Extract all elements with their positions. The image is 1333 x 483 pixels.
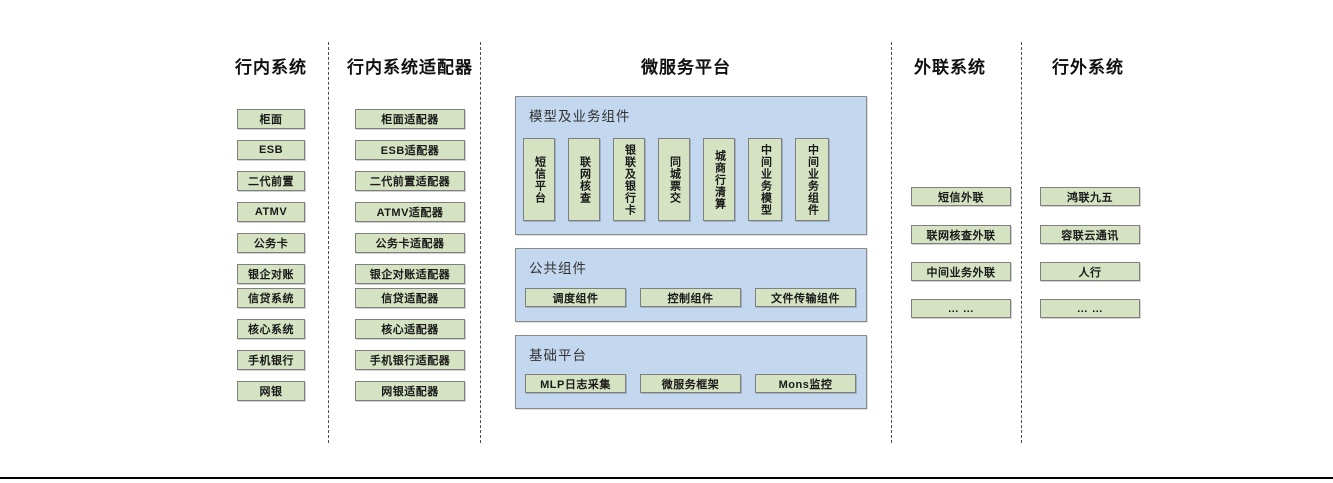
node-in-bank-adapter[interactable]: 信贷适配器	[355, 288, 465, 308]
node-in-bank-adapter[interactable]: 柜面适配器	[355, 109, 465, 129]
node-base-platform-component[interactable]: Mons监控	[755, 374, 856, 393]
node-model-component[interactable]: 同城票交	[658, 138, 690, 221]
node-outside-bank-system[interactable]: 人行	[1040, 262, 1140, 281]
node-in-bank-adapter[interactable]: 银企对账适配器	[355, 264, 465, 284]
node-in-bank-system[interactable]: 手机银行	[237, 350, 305, 370]
node-model-component[interactable]: 城商行清算	[703, 138, 735, 221]
column-header-in-bank-adapters: 行内系统适配器	[347, 58, 473, 77]
node-external-link-system[interactable]: 中间业务外联	[911, 262, 1011, 281]
node-in-bank-system[interactable]: ESB	[237, 140, 305, 160]
node-in-bank-adapter[interactable]: 二代前置适配器	[355, 171, 465, 191]
column-header-outside-bank-systems: 行外系统	[1052, 58, 1124, 77]
node-label: 联网核查	[578, 155, 591, 204]
node-in-bank-system[interactable]: 二代前置	[237, 171, 305, 191]
node-external-link-system[interactable]: 联网核查外联	[911, 225, 1011, 244]
panel-public-components	[515, 248, 867, 322]
node-in-bank-system[interactable]: 银企对账	[237, 264, 305, 284]
node-label: 中间业务模型	[759, 143, 772, 216]
node-in-bank-system[interactable]: 核心系统	[237, 319, 305, 339]
node-in-bank-system[interactable]: 信贷系统	[237, 288, 305, 308]
node-outside-bank-system[interactable]: … …	[1040, 299, 1140, 318]
column-divider-4	[1021, 42, 1022, 443]
column-header-external-link-systems: 外联系统	[914, 58, 986, 77]
node-in-bank-adapter[interactable]: ATMV适配器	[355, 202, 465, 222]
node-model-component[interactable]: 中间业务模型	[748, 138, 782, 221]
node-label: 同城票交	[668, 155, 681, 204]
column-divider-3	[891, 42, 892, 443]
node-in-bank-adapter[interactable]: 手机银行适配器	[355, 350, 465, 370]
column-header-in-bank-systems: 行内系统	[235, 58, 307, 77]
node-model-component[interactable]: 短信平台	[523, 138, 555, 221]
node-external-link-system[interactable]: … …	[911, 299, 1011, 318]
node-outside-bank-system[interactable]: 鸿联九五	[1040, 187, 1140, 206]
node-in-bank-system[interactable]: 公务卡	[237, 233, 305, 253]
node-in-bank-adapter[interactable]: 公务卡适配器	[355, 233, 465, 253]
node-label: 银联及银行卡	[623, 143, 636, 216]
node-public-component[interactable]: 调度组件	[525, 288, 626, 307]
panel-title-base-platform: 基础平台	[529, 348, 587, 363]
node-in-bank-system[interactable]: 网银	[237, 381, 305, 401]
node-label: 短信平台	[533, 155, 546, 204]
node-in-bank-adapter[interactable]: 核心适配器	[355, 319, 465, 339]
node-in-bank-system[interactable]: 柜面	[237, 109, 305, 129]
node-outside-bank-system[interactable]: 容联云通讯	[1040, 225, 1140, 244]
node-base-platform-component[interactable]: 微服务框架	[640, 374, 741, 393]
node-public-component[interactable]: 文件传输组件	[755, 288, 856, 307]
panel-title-model-business-components: 模型及业务组件	[529, 109, 631, 124]
node-model-component[interactable]: 中间业务组件	[795, 138, 829, 221]
node-label: 中间业务组件	[806, 143, 819, 216]
node-external-link-system[interactable]: 短信外联	[911, 187, 1011, 206]
node-model-component[interactable]: 联网核查	[568, 138, 600, 221]
node-public-component[interactable]: 控制组件	[640, 288, 741, 307]
bottom-divider-rule	[0, 477, 1333, 479]
node-label: 城商行清算	[713, 149, 726, 210]
panel-base-platform	[515, 335, 867, 409]
node-in-bank-adapter[interactable]: ESB适配器	[355, 140, 465, 160]
node-in-bank-system[interactable]: ATMV	[237, 202, 305, 222]
column-divider-1	[328, 42, 329, 443]
column-divider-2	[480, 42, 481, 443]
panel-title-public-components: 公共组件	[529, 261, 587, 276]
node-model-component[interactable]: 银联及银行卡	[613, 138, 645, 221]
node-in-bank-adapter[interactable]: 网银适配器	[355, 381, 465, 401]
node-base-platform-component[interactable]: MLP日志采集	[525, 374, 626, 393]
column-header-microservice-platform: 微服务平台	[641, 58, 731, 77]
